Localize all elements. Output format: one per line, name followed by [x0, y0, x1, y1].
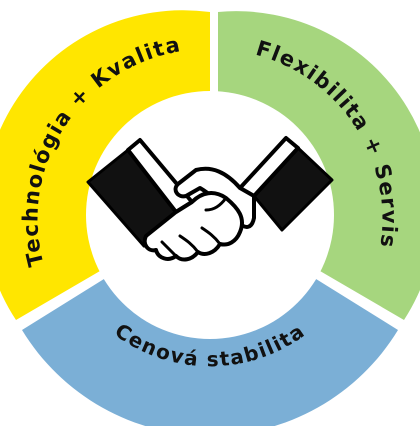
segment-left [0, 10, 210, 320]
segment-bottom [22, 274, 398, 426]
handshake-icon [86, 136, 334, 262]
